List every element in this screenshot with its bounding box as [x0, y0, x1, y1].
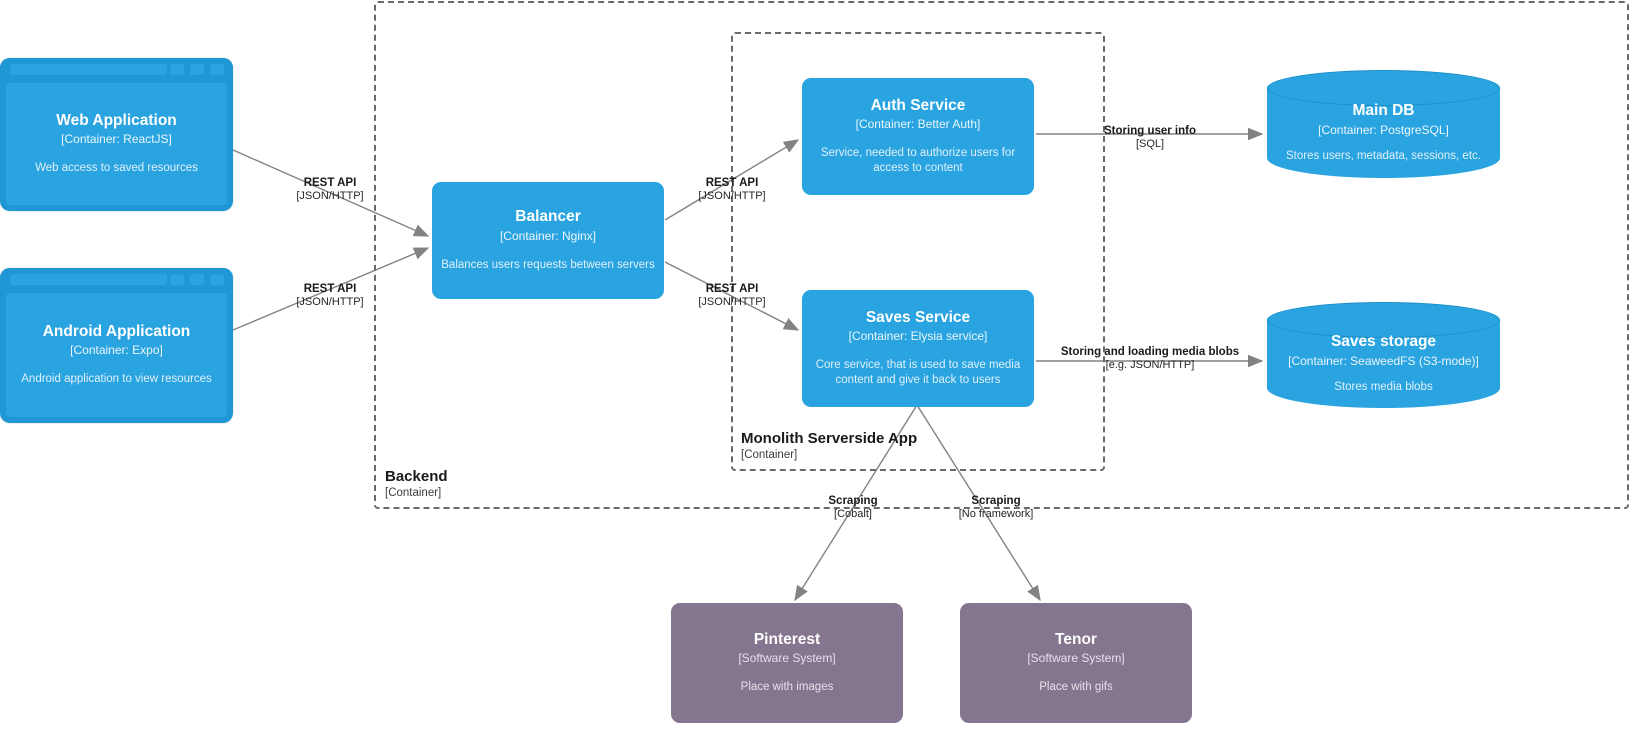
node-saves-storage[interactable]: Saves storage [Container: SeaweedFS (S3-…	[1267, 302, 1500, 408]
node-title: Saves Service	[865, 308, 971, 326]
node-technology: [Software System]	[738, 651, 836, 666]
edge-label-sub: [No framework]	[958, 508, 1034, 521]
edge-label-text: REST API	[303, 177, 357, 189]
boundary-backend	[374, 1, 1629, 509]
edge-label-android-to-balancer: REST API [JSON/HTTP]	[270, 282, 390, 310]
edge-label-balancer-to-auth: REST API [JSON/HTTP]	[672, 176, 792, 204]
edge-label-text: REST API	[705, 177, 759, 189]
node-technology: [Container: Better Auth]	[855, 117, 981, 132]
node-auth-service[interactable]: Auth Service [Container: Better Auth] Se…	[802, 78, 1034, 195]
window-title-bar	[10, 274, 167, 285]
edge-label-sub: [JSON/HTTP]	[698, 190, 766, 203]
window-button-2	[190, 64, 204, 75]
node-balancer[interactable]: Balancer [Container: Nginx] Balances use…	[432, 182, 664, 299]
node-technology: [Container: PostgreSQL]	[1318, 123, 1449, 137]
window-title-bar	[10, 64, 167, 75]
edge-label-sub: [JSON/HTTP]	[698, 296, 766, 309]
edge-label-text: Scraping	[828, 495, 878, 507]
node-description: Web access to saved resources	[35, 162, 198, 175]
node-title: Tenor	[1055, 630, 1097, 648]
edge-label-sub: [Cobalt]	[834, 508, 872, 521]
node-title: Saves storage	[1330, 333, 1437, 350]
edge-label-saves-to-tenor: Scraping [No framework]	[936, 494, 1056, 522]
edge-label-saves-to-storage: Storing and loading media blobs [e.g. JS…	[1040, 345, 1260, 373]
window-button-3	[210, 64, 224, 75]
cylinder-top	[1267, 70, 1500, 106]
node-android-application[interactable]: Android Application [Container: Expo] An…	[0, 268, 233, 423]
node-description: Place with images	[740, 681, 834, 694]
edge-label-text: REST API	[303, 283, 357, 295]
boundary-monolith	[731, 32, 1105, 471]
window-button-1	[170, 274, 184, 285]
node-technology: [Container: ReactJS]	[61, 132, 172, 147]
window-content: Android Application [Container: Expo] An…	[6, 293, 227, 417]
node-title: Android Application	[42, 322, 191, 340]
node-technology: [Container: SeaweedFS (S3-mode)]	[1288, 354, 1479, 368]
node-main-db[interactable]: Main DB [Container: PostgreSQL] Stores u…	[1267, 70, 1500, 178]
cylinder-label-group: Main DB [Container: PostgreSQL] Stores u…	[1267, 70, 1500, 178]
edge-label-text: Storing user info	[1104, 125, 1196, 137]
node-saves-service[interactable]: Saves Service [Container: Elysia service…	[802, 290, 1034, 407]
edge-label-balancer-to-saves: REST API [JSON/HTTP]	[672, 282, 792, 310]
node-title: Auth Service	[870, 96, 966, 114]
boundary-backend-sub: [Container]	[385, 487, 442, 499]
edge-label-text: REST API	[705, 283, 759, 295]
edge-label-web-to-balancer: REST API [JSON/HTTP]	[270, 176, 390, 204]
edge-label-auth-to-maindb: Storing user info [SQL]	[1090, 124, 1210, 152]
window-button-3	[210, 274, 224, 285]
edge-label-sub: [e.g. JSON/HTTP]	[1105, 359, 1195, 372]
window-button-1	[170, 64, 184, 75]
cylinder-top	[1267, 302, 1500, 338]
cylinder-label-group: Saves storage [Container: SeaweedFS (S3-…	[1267, 302, 1500, 408]
edge-label-saves-to-pinterest: Scraping [Cobalt]	[793, 494, 913, 522]
node-pinterest[interactable]: Pinterest [Software System] Place with i…	[671, 603, 903, 723]
edge-label-sub: [JSON/HTTP]	[296, 296, 364, 309]
edge-label-sub: [SQL]	[1135, 138, 1165, 151]
node-description: Android application to view resources	[21, 373, 212, 386]
edge-label-text: Storing and loading media blobs	[1060, 346, 1240, 358]
boundary-monolith-label: Monolith Serverside App	[741, 430, 918, 447]
edge-label-text: Scraping	[971, 495, 1021, 507]
node-technology: [Software System]	[1027, 651, 1125, 666]
node-description: Service, needed to authorize users for a…	[820, 146, 1016, 175]
node-technology: [Container: Expo]	[70, 343, 163, 358]
node-description: Place with gifs	[1039, 681, 1113, 694]
window-content: Web Application [Container: ReactJS] Web…	[6, 83, 227, 205]
node-web-application[interactable]: Web Application [Container: ReactJS] Web…	[0, 58, 233, 211]
node-title: Main DB	[1352, 102, 1415, 119]
node-technology: [Container: Elysia service]	[848, 329, 988, 344]
node-title: Pinterest	[753, 630, 821, 648]
node-description: Core service, that is used to save media…	[815, 358, 1021, 387]
boundary-monolith-sub: [Container]	[741, 449, 798, 461]
edge-label-sub: [JSON/HTTP]	[296, 190, 364, 203]
node-tenor[interactable]: Tenor [Software System] Place with gifs	[960, 603, 1192, 723]
node-description: Stores media blobs	[1334, 381, 1433, 393]
node-technology: [Container: Nginx]	[499, 228, 597, 243]
boundary-backend-label: Backend	[385, 468, 448, 485]
node-title: Web Application	[56, 111, 177, 129]
node-title: Balancer	[515, 208, 581, 226]
node-description: Balances users requests between servers	[441, 258, 655, 271]
window-button-2	[190, 274, 204, 285]
node-description: Stores users, metadata, sessions, etc.	[1286, 150, 1481, 162]
